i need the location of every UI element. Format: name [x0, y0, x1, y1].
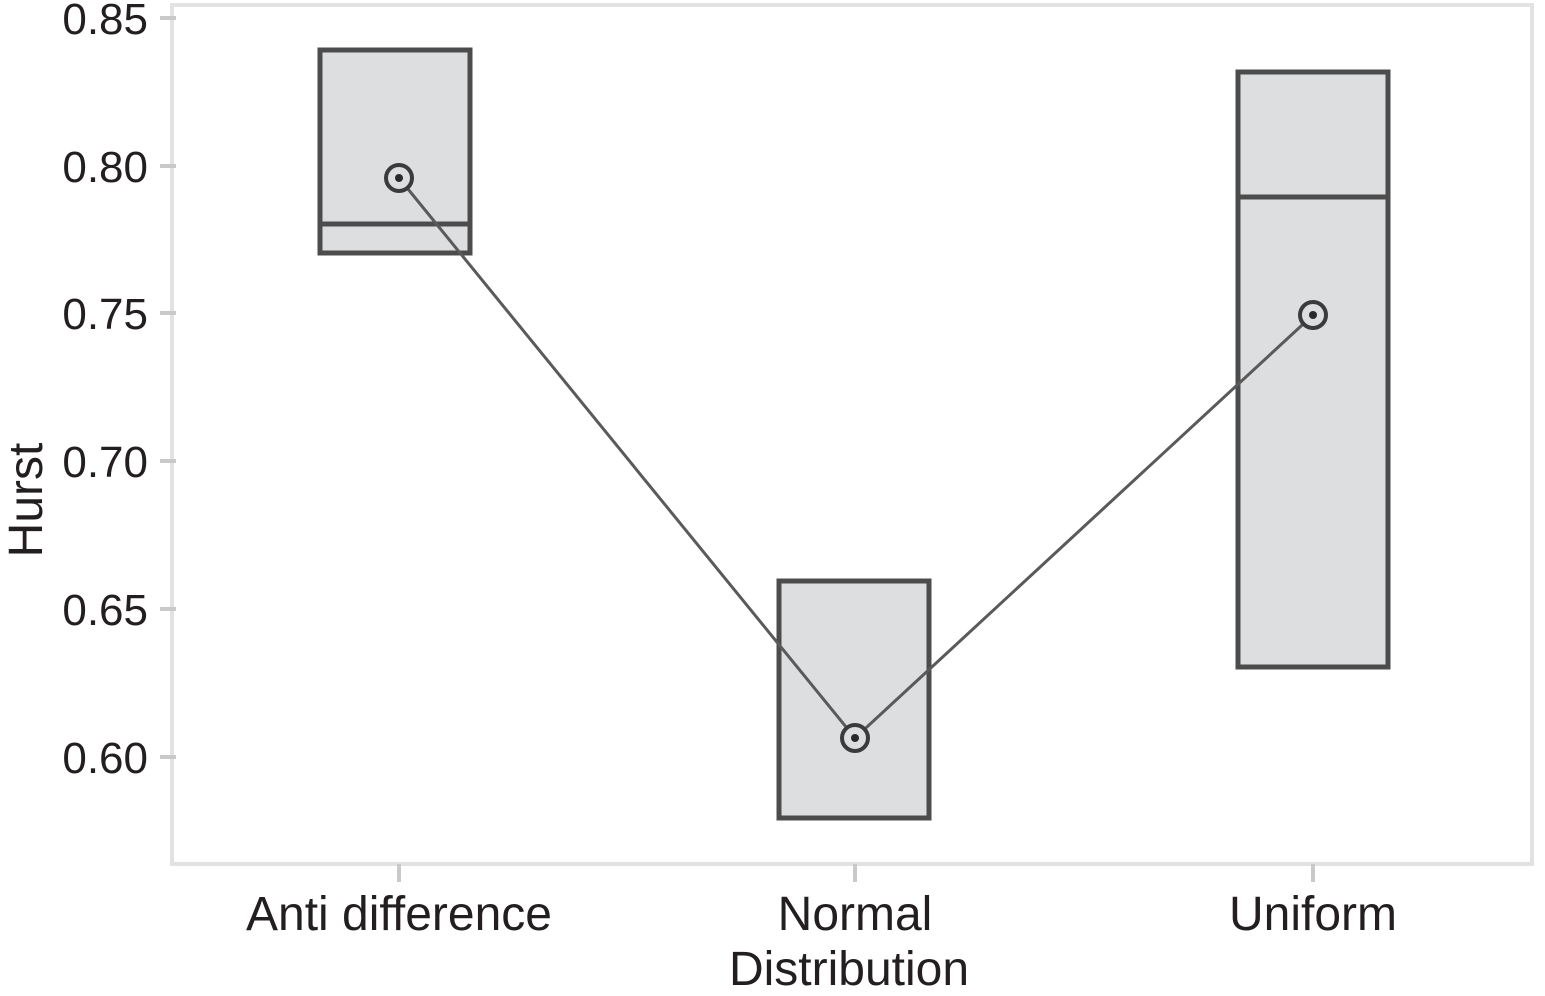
x-axis-ticks [397, 864, 1315, 882]
x-tick-label-uniform: Uniform [1229, 888, 1397, 941]
x-tick-label-normal: Normal [778, 888, 933, 941]
mean-markers [384, 163, 1328, 753]
y-tick-label-1: 0.80 [62, 143, 148, 192]
interval-box-uniform [1235, 69, 1391, 670]
interval-box-anti-difference [317, 47, 473, 256]
y-tick-label-4: 0.65 [62, 586, 148, 635]
mean-marker-dot-uniform [1309, 311, 1317, 319]
x-tick-label-anti-difference: Anti difference [246, 888, 552, 941]
y-axis-ticks [160, 16, 176, 759]
mean-marker-dot-normal [851, 734, 859, 742]
y-tick-label-5: 0.60 [62, 734, 148, 783]
y-tick-label-2: 0.75 [62, 290, 148, 339]
interval-boxes [317, 47, 1391, 821]
interval-box-normal [776, 578, 932, 821]
y-axis-title: Hurst [0, 443, 53, 558]
y-tick-label-0: 0.85 [62, 0, 148, 44]
y-tick-label-3: 0.70 [62, 438, 148, 487]
x-axis-title: Distribution [729, 943, 969, 996]
mean-marker-dot-anti-difference [395, 174, 403, 182]
